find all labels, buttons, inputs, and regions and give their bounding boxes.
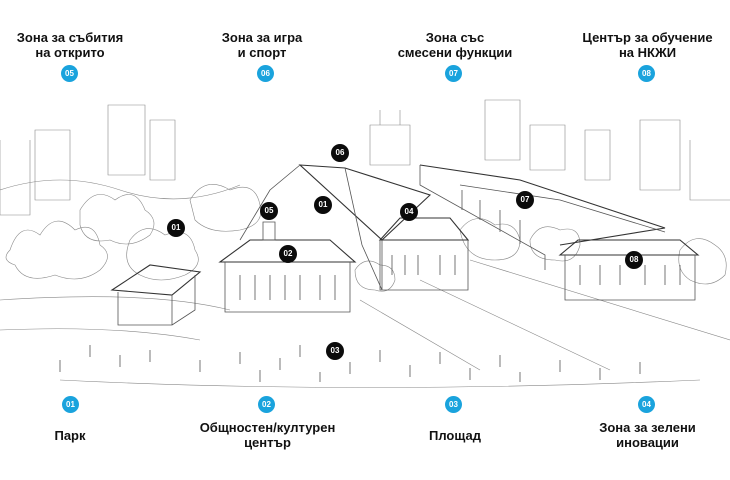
marker-08: 08	[625, 251, 643, 269]
legend-label-03: Площад	[429, 428, 481, 443]
skyline	[0, 99, 730, 216]
marker-05: 05	[260, 202, 278, 220]
building-08	[558, 239, 700, 301]
marker-01: 01	[167, 219, 185, 237]
pavilion	[110, 264, 202, 326]
legend-badge-06: 06	[257, 65, 274, 82]
building-02	[218, 221, 357, 313]
legend-label-06: Зона за игра и спорт	[221, 30, 303, 60]
people	[59, 345, 641, 382]
legend-badge-07: 07	[445, 65, 462, 82]
marker-03: 03	[326, 342, 344, 360]
trees	[5, 184, 727, 292]
legend-badge-05: 05	[61, 65, 78, 82]
building-04	[378, 217, 470, 291]
marker-07: 07	[516, 191, 534, 209]
legend-badge-02: 02	[258, 396, 275, 413]
legend-badge-08: 08	[638, 65, 655, 82]
ground	[0, 259, 730, 388]
legend-label-02: Общностен/културен център	[199, 420, 336, 450]
marker-02: 02	[279, 245, 297, 263]
legend-label-05: Зона за събития на открито	[16, 30, 124, 60]
marker-01-plaza: 01	[314, 196, 332, 214]
legend-label-08: Център за обучение на НКЖИ	[582, 30, 713, 60]
marker-04: 04	[400, 203, 418, 221]
legend-label-04: Зона за зелени иновации	[599, 420, 696, 450]
legend-label-07: Зона със смесени функции	[397, 30, 513, 60]
legend-badge-03: 03	[445, 396, 462, 413]
legend-label-01: Парк	[54, 428, 86, 443]
marker-06: 06	[331, 144, 349, 162]
legend-badge-04: 04	[638, 396, 655, 413]
long-buildings	[239, 164, 666, 291]
legend-badge-01: 01	[62, 396, 79, 413]
